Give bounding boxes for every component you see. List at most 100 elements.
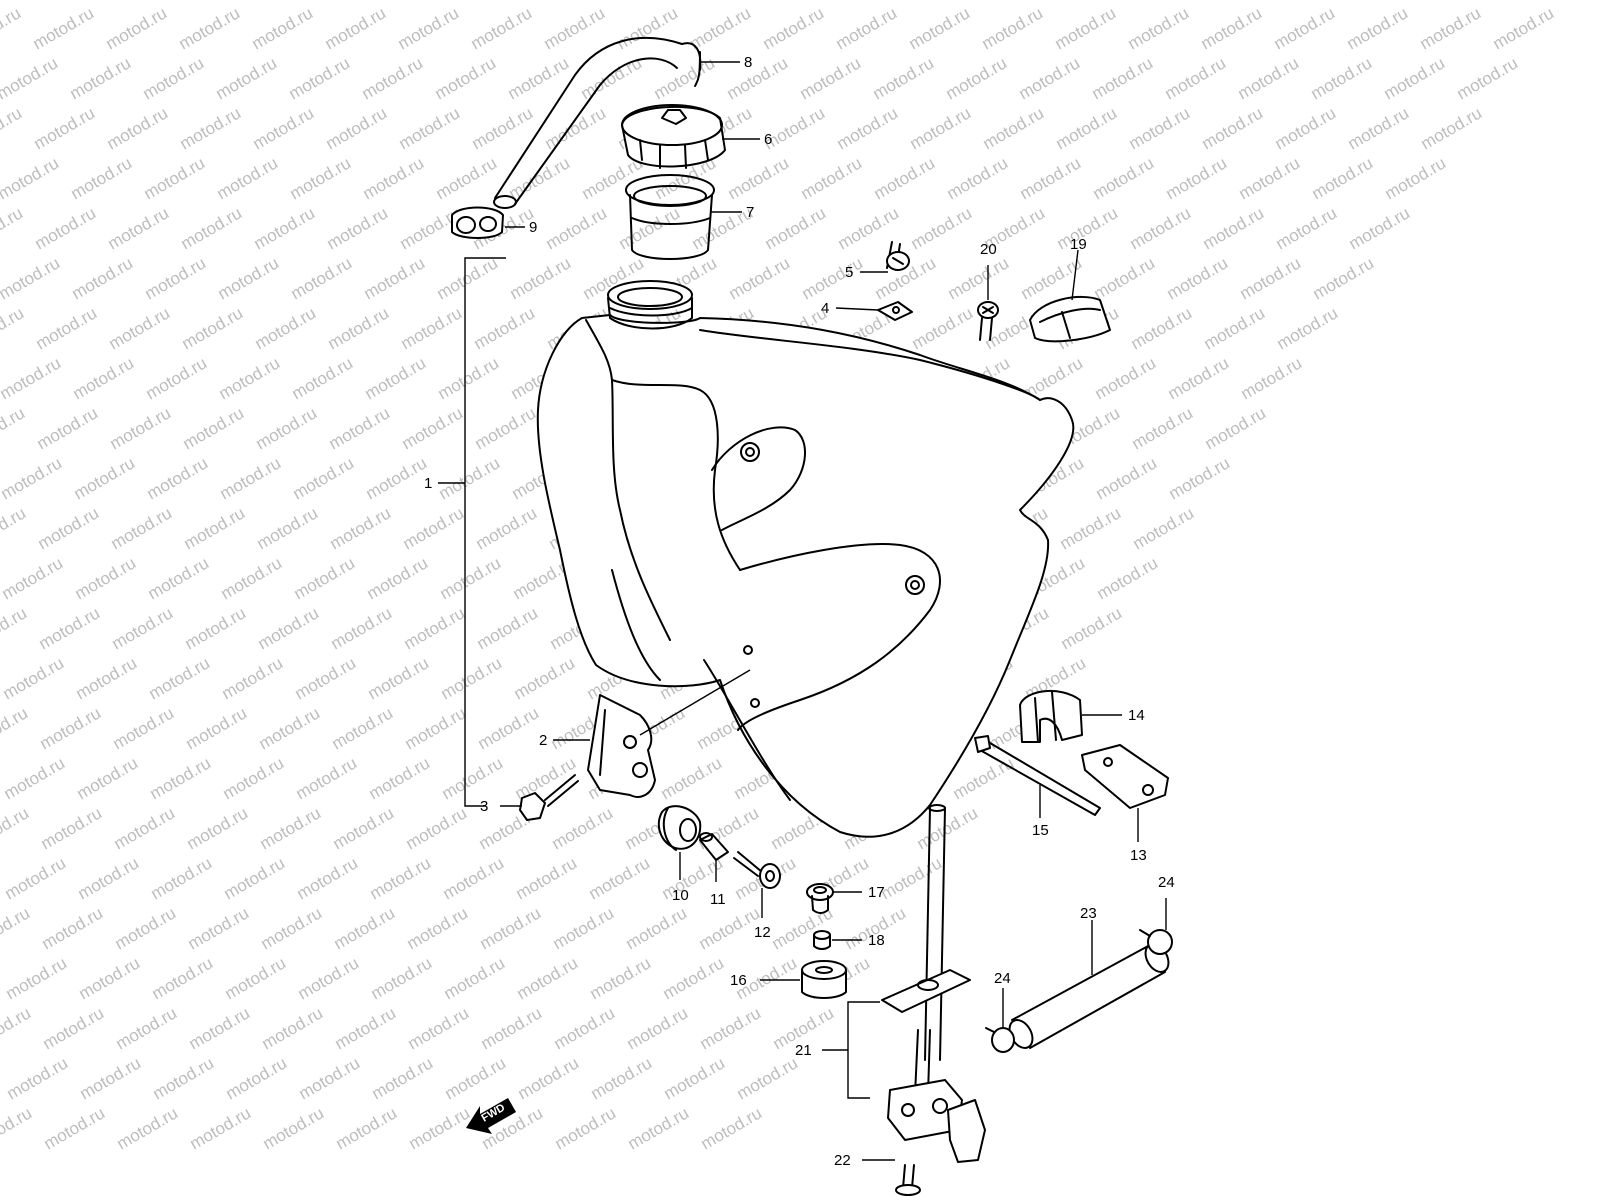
watermark-text: motod.ru: [186, 1003, 254, 1053]
watermark-text: motod.ru: [33, 303, 101, 353]
watermark-text: motod.ru: [906, 3, 974, 53]
watermark-text: motod.ru: [329, 703, 397, 753]
watermark-text: motod.ru: [363, 453, 431, 503]
watermark-text: motod.ru: [260, 1103, 328, 1153]
watermark-text: motod.ru: [945, 253, 1013, 303]
screw-22-icon: [895, 1164, 921, 1196]
watermark-text: motod.ru: [1163, 153, 1231, 203]
watermark-text: motod.ru: [0, 1103, 35, 1153]
watermark-text: motod.ru: [72, 553, 140, 603]
watermark-text: motod.ru: [1382, 153, 1450, 203]
watermark-text: motod.ru: [1526, 0, 1594, 3]
watermark-text: motod.ru: [871, 153, 939, 203]
watermark-text: motod.ru: [696, 903, 764, 953]
watermark-text: motod.ru: [435, 353, 503, 403]
watermark-text: motod.ru: [441, 953, 509, 1003]
watermark-text: motod.ru: [943, 53, 1011, 103]
watermark-text: motod.ru: [213, 53, 281, 103]
watermark-text: motod.ru: [182, 603, 250, 653]
watermark-text: motod.ru: [1128, 303, 1196, 353]
watermark-text: motod.ru: [368, 953, 436, 1003]
watermark-text: motod.ru: [141, 153, 209, 203]
watermark-text: motod.ru: [222, 953, 290, 1003]
watermark-text: motod.ru: [331, 903, 399, 953]
fuel-tank-icon: [536, 280, 1075, 838]
watermark-text: motod.ru: [75, 853, 143, 903]
watermark-text: motod.ru: [796, 0, 864, 3]
watermark-text: motod.ru: [106, 303, 174, 353]
watermark-text: motod.ru: [322, 3, 390, 53]
watermark-text: motod.ru: [1234, 0, 1302, 3]
fuel-hose-23-icon: [1008, 943, 1170, 1049]
watermark-text: motod.ru: [1017, 153, 1085, 203]
callout-labels: 8 6 7 9 1 2 3 5 4 20 19 14 15 13 10 11 1…: [424, 54, 1175, 1169]
callout-9: 9: [529, 219, 537, 236]
watermark-text: motod.ru: [254, 503, 322, 553]
watermark-text: motod.ru: [406, 1103, 474, 1153]
watermark-text: motod.ru: [358, 0, 426, 3]
watermark-text: motod.ru: [150, 1053, 218, 1103]
watermark-text: motod.ru: [289, 353, 357, 403]
watermark-text: motod.ru: [105, 203, 173, 253]
watermark-text: motod.ru: [614, 3, 682, 53]
cushion-14-icon: [1019, 689, 1083, 743]
watermark-text: motod.ru: [294, 853, 362, 903]
watermark-text: motod.ru: [367, 853, 435, 903]
watermark-text: motod.ru: [507, 253, 575, 303]
watermark-text: motod.ru: [112, 903, 180, 953]
watermark-text: motod.ru: [439, 753, 507, 803]
callout-15: 15: [1032, 822, 1049, 839]
watermark-text: motod.ru: [907, 103, 975, 153]
watermark-text: motod.ru: [187, 1103, 255, 1153]
watermark-text: motod.ru: [1162, 53, 1230, 103]
watermark-text: motod.ru: [436, 453, 504, 503]
watermark-text: motod.ru: [1198, 3, 1266, 53]
watermark-text: motod.ru: [588, 1053, 656, 1103]
watermark-text: motod.ru: [402, 703, 470, 753]
watermark-text: motod.ru: [70, 353, 138, 403]
watermark-text: motod.ru: [504, 0, 572, 3]
watermark-text: motod.ru: [433, 153, 501, 203]
cushion-19-icon: [1029, 296, 1111, 343]
watermark-text: motod.ru: [359, 53, 427, 103]
watermark-text: motod.ru: [437, 553, 505, 603]
watermark-text: motod.ru: [142, 253, 210, 303]
watermark-text: motod.ru: [149, 953, 217, 1003]
watermark-text: motod.ru: [432, 53, 500, 103]
watermark-text: motod.ru: [1236, 153, 1304, 203]
holder-13-icon: [1081, 744, 1169, 809]
watermark-text: motod.ru: [148, 853, 216, 903]
watermark-text: motod.ru: [725, 153, 793, 203]
callout-11: 11: [710, 891, 726, 908]
watermark-text: motod.ru: [0, 503, 29, 553]
watermark-text: motod.ru: [625, 1103, 693, 1153]
watermark-text: motod.ru: [471, 303, 539, 353]
callout-7: 7: [746, 204, 754, 221]
watermark-text: motod.ru: [177, 103, 245, 153]
watermark-text: motod.ru: [1093, 453, 1161, 503]
watermark-text: motod.ru: [551, 1003, 619, 1053]
watermark-text: motod.ru: [291, 553, 359, 603]
watermark-text: motod.ru: [109, 603, 177, 653]
watermark-text: motod.ru: [1094, 553, 1162, 603]
watermark-text: motod.ru: [549, 803, 617, 853]
watermark-text: motod.ru: [624, 1003, 692, 1053]
watermark-text: motod.ru: [333, 1103, 401, 1153]
watermark-text: motod.ru: [1091, 253, 1159, 303]
watermark-text: motod.ru: [616, 203, 684, 253]
watermark-text: motod.ru: [1308, 53, 1376, 103]
bolt-12-icon: [733, 851, 781, 889]
watermark-text: motod.ru: [798, 153, 866, 203]
watermark-text: motod.ru: [1199, 103, 1267, 153]
watermark-text: motod.ru: [515, 1053, 583, 1103]
watermark-text: motod.ru: [577, 0, 645, 3]
watermark-text: motod.ru: [114, 1103, 182, 1153]
watermark-text: motod.ru: [180, 403, 248, 453]
watermark-text: motod.ru: [1272, 103, 1340, 153]
watermark-text: motod.ru: [726, 253, 794, 303]
watermark-text: motod.ru: [1, 753, 69, 803]
watermark-text: motod.ru: [698, 1103, 766, 1153]
fuel-cap-icon: [621, 104, 726, 169]
watermark-text: motod.ru: [438, 653, 506, 703]
watermark-text: motod.ru: [398, 303, 466, 353]
